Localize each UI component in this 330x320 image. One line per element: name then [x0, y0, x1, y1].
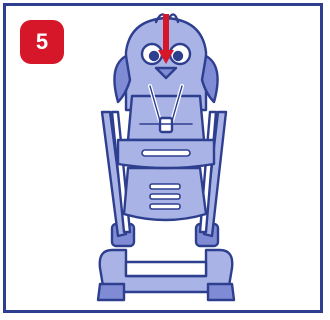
- bird-right-pupil: [172, 50, 184, 62]
- bird-left-wing: [113, 54, 132, 104]
- base-front-bar: [124, 260, 208, 278]
- left-leg: [100, 110, 128, 238]
- left-foot: [96, 282, 126, 302]
- step-number-badge: 5: [20, 20, 64, 64]
- step-number: 5: [35, 29, 49, 54]
- bird-right-wing: [200, 54, 219, 104]
- footrest-slot-1: [149, 183, 181, 190]
- footrest-slot-3: [149, 203, 181, 210]
- tray-slot: [141, 149, 191, 157]
- bird-beak: [154, 66, 178, 80]
- bird-left-pupil: [148, 50, 160, 62]
- down-arrow: [158, 14, 174, 64]
- right-foot: [206, 282, 236, 302]
- chair-base-frame: [98, 248, 234, 294]
- footrest-slot-2: [149, 193, 181, 200]
- harness-buckle: [158, 116, 174, 134]
